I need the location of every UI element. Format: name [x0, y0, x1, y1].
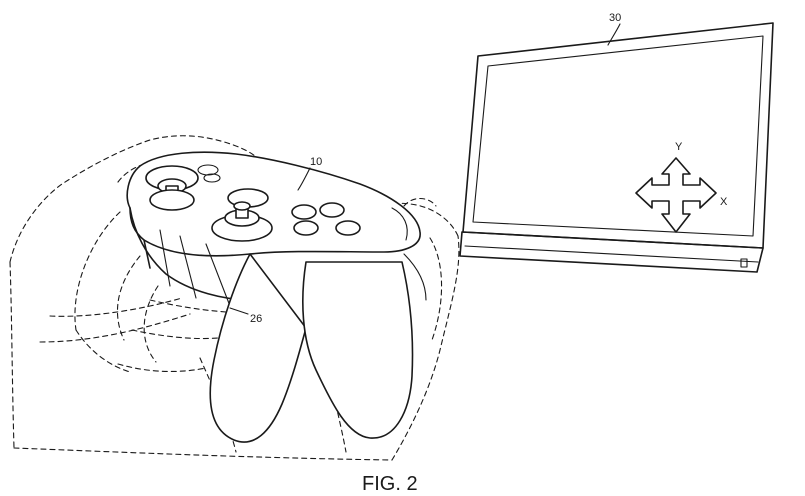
controller-label: 10: [310, 156, 322, 168]
game-controller: [126, 151, 427, 443]
four-way-arrow-icon: [635, 157, 717, 233]
axis-y-label: Y: [675, 141, 683, 153]
figure-caption: FIG. 2: [362, 473, 418, 495]
hand-outline: [9, 135, 460, 461]
display-leader-line: [607, 23, 621, 46]
axis-x-label: X: [720, 196, 728, 208]
display-monitor: [459, 22, 774, 273]
part-label: 26: [250, 313, 262, 325]
part-leader-line: [229, 307, 249, 315]
display-label: 30: [609, 12, 621, 24]
controller-leader-line: [297, 167, 311, 191]
